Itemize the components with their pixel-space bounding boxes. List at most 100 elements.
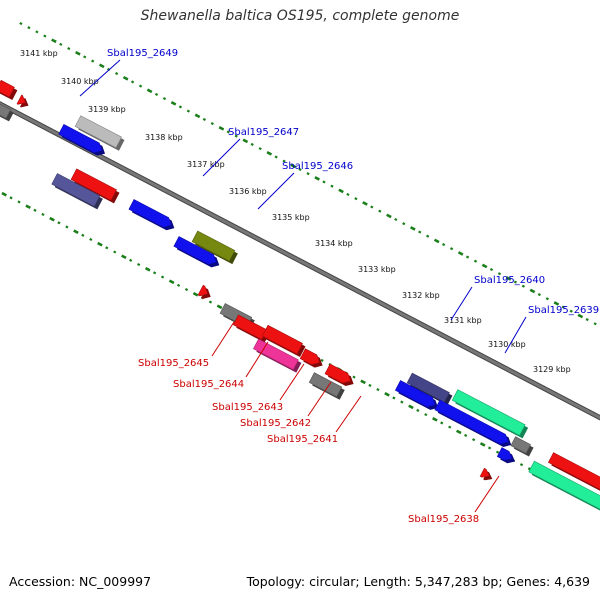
- gene-feature-body: [0, 79, 15, 98]
- outer-ruler-dot: [83, 55, 87, 59]
- gene-label-minus: Sbal195_2641: [267, 395, 362, 445]
- inner-ruler-dot: [448, 425, 452, 429]
- inner-ruler-dot: [368, 383, 372, 387]
- outer-ruler-dot: [418, 230, 422, 234]
- gene-feature: [510, 436, 534, 457]
- gene-label-plus-leader: [202, 138, 241, 177]
- outer-ruler-dot: [51, 38, 57, 44]
- outer-ruler-dot: [178, 105, 183, 109]
- gene-feature: [0, 103, 14, 122]
- outer-ruler-dot: [98, 63, 105, 69]
- inner-ruler-dot: [144, 266, 151, 272]
- gene-feature-body: [173, 236, 217, 265]
- inner-ruler-dot: [113, 250, 117, 254]
- gene-label-minus-leader: [245, 341, 269, 378]
- gene-feature-body: [74, 115, 122, 149]
- gene-feature-body: [308, 372, 343, 398]
- outer-ruler-dot: [234, 134, 238, 138]
- tick-label: 3138 kbp: [145, 133, 183, 142]
- outer-ruler-dot: [362, 201, 368, 206]
- outer-ruler-dot: [473, 259, 478, 263]
- outer-ruler-dot: [226, 130, 230, 134]
- gene-feature: [324, 363, 354, 387]
- inner-ruler-dot: [33, 208, 37, 212]
- gene-feature-body: [261, 324, 303, 355]
- inner-ruler-dot: [25, 204, 31, 210]
- tick-label: 3141 kbp: [20, 49, 58, 58]
- gene-feature-body: [496, 447, 513, 461]
- outer-ruler-dot: [266, 151, 273, 156]
- outer-ruler-dot: [354, 197, 358, 201]
- gene-feature-body: [16, 94, 26, 105]
- outer-ruler-dot: [481, 263, 488, 269]
- tick-label: 3130 kbp: [488, 340, 526, 349]
- outer-ruler-dot: [442, 242, 446, 247]
- tick-label: 3129 kbp: [533, 365, 571, 374]
- gene-feature-body: [324, 363, 351, 384]
- gene-label-minus: Sbal195_2644: [173, 341, 269, 390]
- inner-ruler-dot: [105, 246, 109, 250]
- inner-ruler-dot: [65, 225, 69, 229]
- gene-feature-body: [510, 436, 531, 454]
- outer-ruler-dot: [130, 80, 135, 84]
- gene-feature: [406, 372, 453, 406]
- outer-ruler-dot: [529, 288, 536, 294]
- outer-ruler-dot: [242, 138, 249, 144]
- inner-ruler-dot: [495, 450, 500, 454]
- gene-label-plus-leader: [257, 172, 295, 210]
- inner-ruler-dot: [360, 379, 366, 385]
- gene-label-minus-text: Sbal195_2642: [240, 418, 311, 429]
- outer-ruler-dot: [91, 59, 95, 63]
- outer-ruler-dot: [394, 217, 398, 222]
- outer-ruler-dot: [298, 167, 302, 172]
- inner-ruler-dot: [81, 233, 85, 237]
- tick-label: 3137 kbp: [187, 160, 225, 169]
- inner-ruler-dot: [168, 279, 175, 285]
- tick-label: 3132 kbp: [402, 291, 440, 300]
- outer-ruler-dot: [122, 76, 129, 81]
- gene-feature-body: [528, 460, 600, 510]
- tick-label: 3131 kbp: [444, 316, 482, 325]
- gene-feature: [547, 452, 600, 491]
- genome-backbone: [0, 101, 600, 421]
- outer-ruler-dot: [170, 101, 177, 106]
- gene-feature: [70, 168, 120, 204]
- gene-feature: [479, 467, 493, 481]
- outer-ruler-dot: [410, 226, 416, 231]
- gene-feature-body: [0, 103, 12, 119]
- inner-ruler-dot: [121, 254, 127, 260]
- gene-label-plus-text: Sbal195_2649: [107, 48, 178, 59]
- outer-ruler-dot: [59, 42, 63, 46]
- gene-label-minus: Sbal195_2643: [212, 363, 305, 413]
- outer-ruler-dot: [545, 297, 549, 301]
- gene-feature: [261, 324, 306, 358]
- outer-ruler-dot: [402, 222, 406, 226]
- inner-ruler-dot: [352, 375, 356, 379]
- outer-ruler-dot: [202, 117, 206, 121]
- outer-ruler-dot: [521, 284, 526, 288]
- inner-ruler-dot: [408, 404, 414, 410]
- inner-ruler-dot: [9, 196, 13, 200]
- inner-ruler-dot: [464, 433, 468, 438]
- inner-ruler-dot: [184, 287, 189, 292]
- outer-ruler-dot: [314, 176, 320, 181]
- gene-feature: [308, 372, 345, 400]
- gene-feature-body: [232, 314, 268, 340]
- outer-ruler-dot: [505, 276, 512, 281]
- outer-ruler-dot: [577, 313, 584, 319]
- inner-ruler-dot: [472, 438, 476, 442]
- inner-ruler-dot: [455, 429, 462, 435]
- gene-labels: Sbal195_2649Sbal195_2647Sbal195_2646Sbal…: [79, 48, 599, 525]
- inner-ruler-dot: [376, 388, 380, 392]
- inner-ruler-dot: [41, 212, 45, 217]
- gene-feature: [16, 94, 29, 108]
- gene-features: [0, 79, 600, 511]
- map-title: Shewanella baltica OS195, complete genom…: [140, 8, 460, 24]
- inner-ruler-dot: [400, 400, 404, 404]
- outer-ruler-dot: [194, 113, 201, 119]
- outer-ruler-dot: [146, 88, 153, 94]
- inner-ruler-dot: [176, 283, 181, 287]
- outer-ruler-dot: [282, 159, 286, 163]
- gene-feature: [128, 199, 175, 231]
